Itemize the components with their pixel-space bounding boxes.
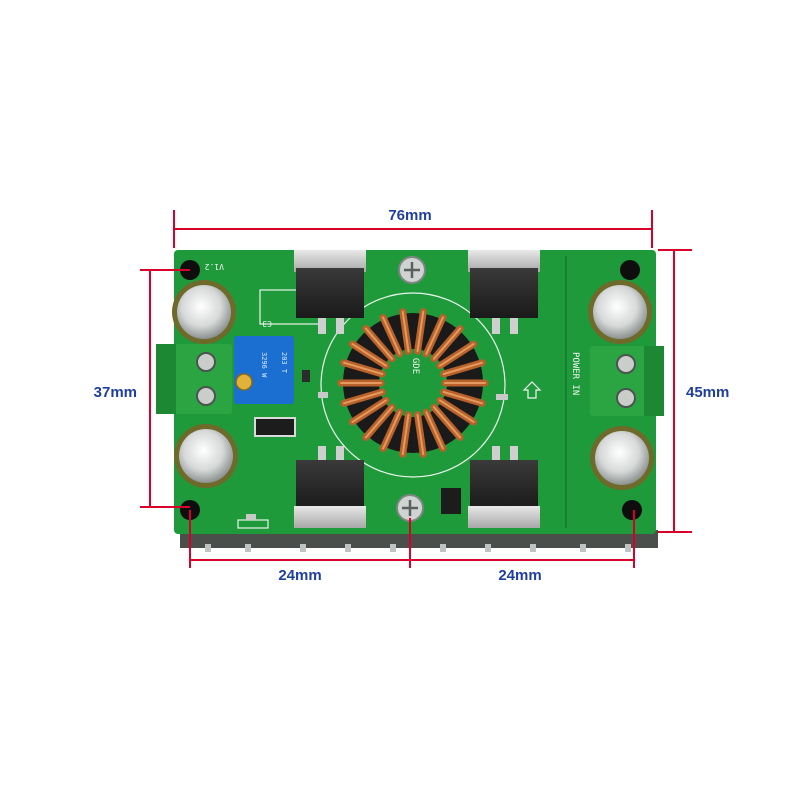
svg-text:3296 W: 3296 W — [260, 352, 268, 378]
mosfet-bottom-right — [468, 446, 540, 528]
inductor-mark: GDE — [410, 358, 420, 374]
trimmer-potentiometer: 203 T 3296 W — [234, 336, 294, 404]
capacitor-top-right — [588, 280, 652, 344]
copper-winding-highlight — [401, 413, 410, 456]
capacitor-bottom-left — [174, 424, 238, 488]
copper-winding-highlight — [351, 343, 388, 367]
copper-winding-highlight — [442, 391, 484, 405]
terminal-block-input — [590, 346, 664, 416]
copper-winding-highlight — [416, 310, 425, 353]
toroidal-inductor: GDE — [337, 308, 489, 458]
hole-spacing-right-label: 24mm — [498, 567, 541, 584]
svg-text:203 T: 203 T — [280, 352, 288, 374]
mounting-hole-top-right — [620, 260, 640, 280]
copper-winding-highlight — [432, 327, 462, 360]
height-label: 45mm — [686, 384, 729, 401]
copper-winding-highlight — [364, 406, 394, 439]
copper-winding-highlight — [342, 391, 384, 405]
mounting-hole-bottom-right — [622, 500, 642, 520]
width-label: 76mm — [388, 207, 431, 224]
copper-winding-highlight — [438, 343, 475, 367]
copper-winding-highlight — [416, 413, 425, 456]
copper-winding-highlight — [438, 399, 475, 423]
dimension-overlay: 76mm 45mm 37mm 24mm 24mm — [94, 207, 730, 584]
dimension-height: 45mm — [658, 249, 729, 533]
power-in-label: POWER IN — [570, 352, 580, 395]
copper-winding-highlight — [382, 411, 401, 450]
version-mark: V1.2 — [205, 262, 224, 271]
copper-winding-highlight — [351, 399, 388, 423]
capacitor-top-left — [172, 280, 236, 344]
screw-top — [398, 256, 426, 284]
mounting-holes — [180, 260, 642, 520]
copper-winding-highlight — [442, 361, 484, 375]
mosfet-top-left — [294, 250, 366, 334]
copper-winding-highlight — [432, 406, 462, 439]
smd-components — [246, 370, 508, 520]
dimension-hole-spacing-horizontal: 24mm 24mm — [189, 510, 635, 584]
capacitor-bottom-right — [590, 426, 654, 490]
screw-bottom — [396, 494, 424, 522]
arrow-icon — [522, 381, 542, 399]
copper-winding-highlight — [342, 361, 384, 375]
terminal-block-output — [156, 344, 232, 414]
mosfet-bottom-left — [294, 446, 366, 528]
board-underside — [180, 530, 658, 548]
hole-spacing-left-label: 24mm — [278, 567, 321, 584]
dimension-width: 76mm — [173, 207, 653, 248]
hole-spacing-vertical-label: 37mm — [94, 384, 137, 401]
pcb-board: 203 T 3296 W GDE V1.2 C3 POWER IN — [156, 250, 664, 552]
copper-winding-highlight — [425, 411, 444, 450]
inductor-windings — [337, 308, 489, 458]
dimension-hole-spacing-vertical: 37mm — [94, 269, 190, 508]
copper-winding-highlight — [401, 310, 410, 353]
copper-winding-highlight — [382, 316, 401, 355]
mosfet-top-right — [468, 250, 540, 334]
trimmer-mark: C3 — [262, 319, 272, 328]
solder-pins-row — [205, 544, 631, 552]
copper-winding-highlight — [364, 327, 394, 360]
copper-winding-highlight — [425, 316, 444, 355]
